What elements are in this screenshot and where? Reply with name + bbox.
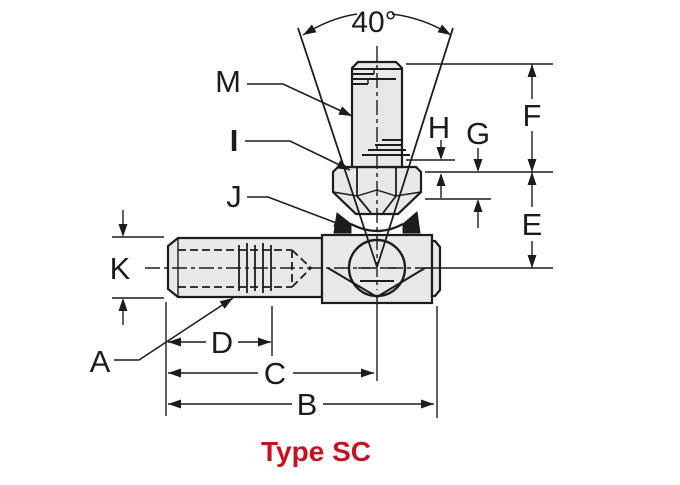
dim-40deg: 40°: [302, 6, 452, 39]
dim-B: B: [168, 387, 434, 422]
callout-label-M: M: [215, 64, 241, 99]
dim-label-B: B: [297, 387, 318, 422]
angle-label: 40°: [351, 6, 396, 39]
dim-label-F: F: [523, 98, 542, 133]
leader-J: J: [226, 179, 348, 228]
dim-label-E: E: [522, 207, 543, 242]
center-lines: [145, 46, 553, 381]
leader-A: A: [90, 297, 234, 379]
dim-F: F: [523, 64, 542, 172]
extension-lines-bottom: [165, 302, 438, 418]
taper-cone-lines: [297, 27, 454, 268]
leader-I: I: [230, 123, 351, 171]
dim-H: H: [428, 110, 450, 198]
threaded-stud: [350, 60, 410, 169]
leader-M: M: [215, 64, 353, 117]
callout-label-A: A: [90, 344, 111, 379]
callout-label-I: I: [230, 123, 239, 158]
dim-D: D: [168, 325, 271, 360]
dim-K: K: [110, 210, 164, 325]
seal-boot: [333, 211, 421, 234]
dim-label-G: G: [466, 116, 490, 151]
dim-E: E: [522, 172, 543, 268]
extension-lines-right: [406, 63, 553, 200]
type-caption: Type SC: [261, 436, 371, 467]
dim-label-C: C: [264, 356, 286, 391]
dim-label-D: D: [211, 325, 233, 360]
dim-label-K: K: [110, 251, 131, 286]
dim-C: C: [168, 356, 374, 391]
dim-label-H: H: [428, 110, 450, 145]
dim-G: G: [466, 116, 490, 228]
callout-label-J: J: [226, 179, 242, 214]
